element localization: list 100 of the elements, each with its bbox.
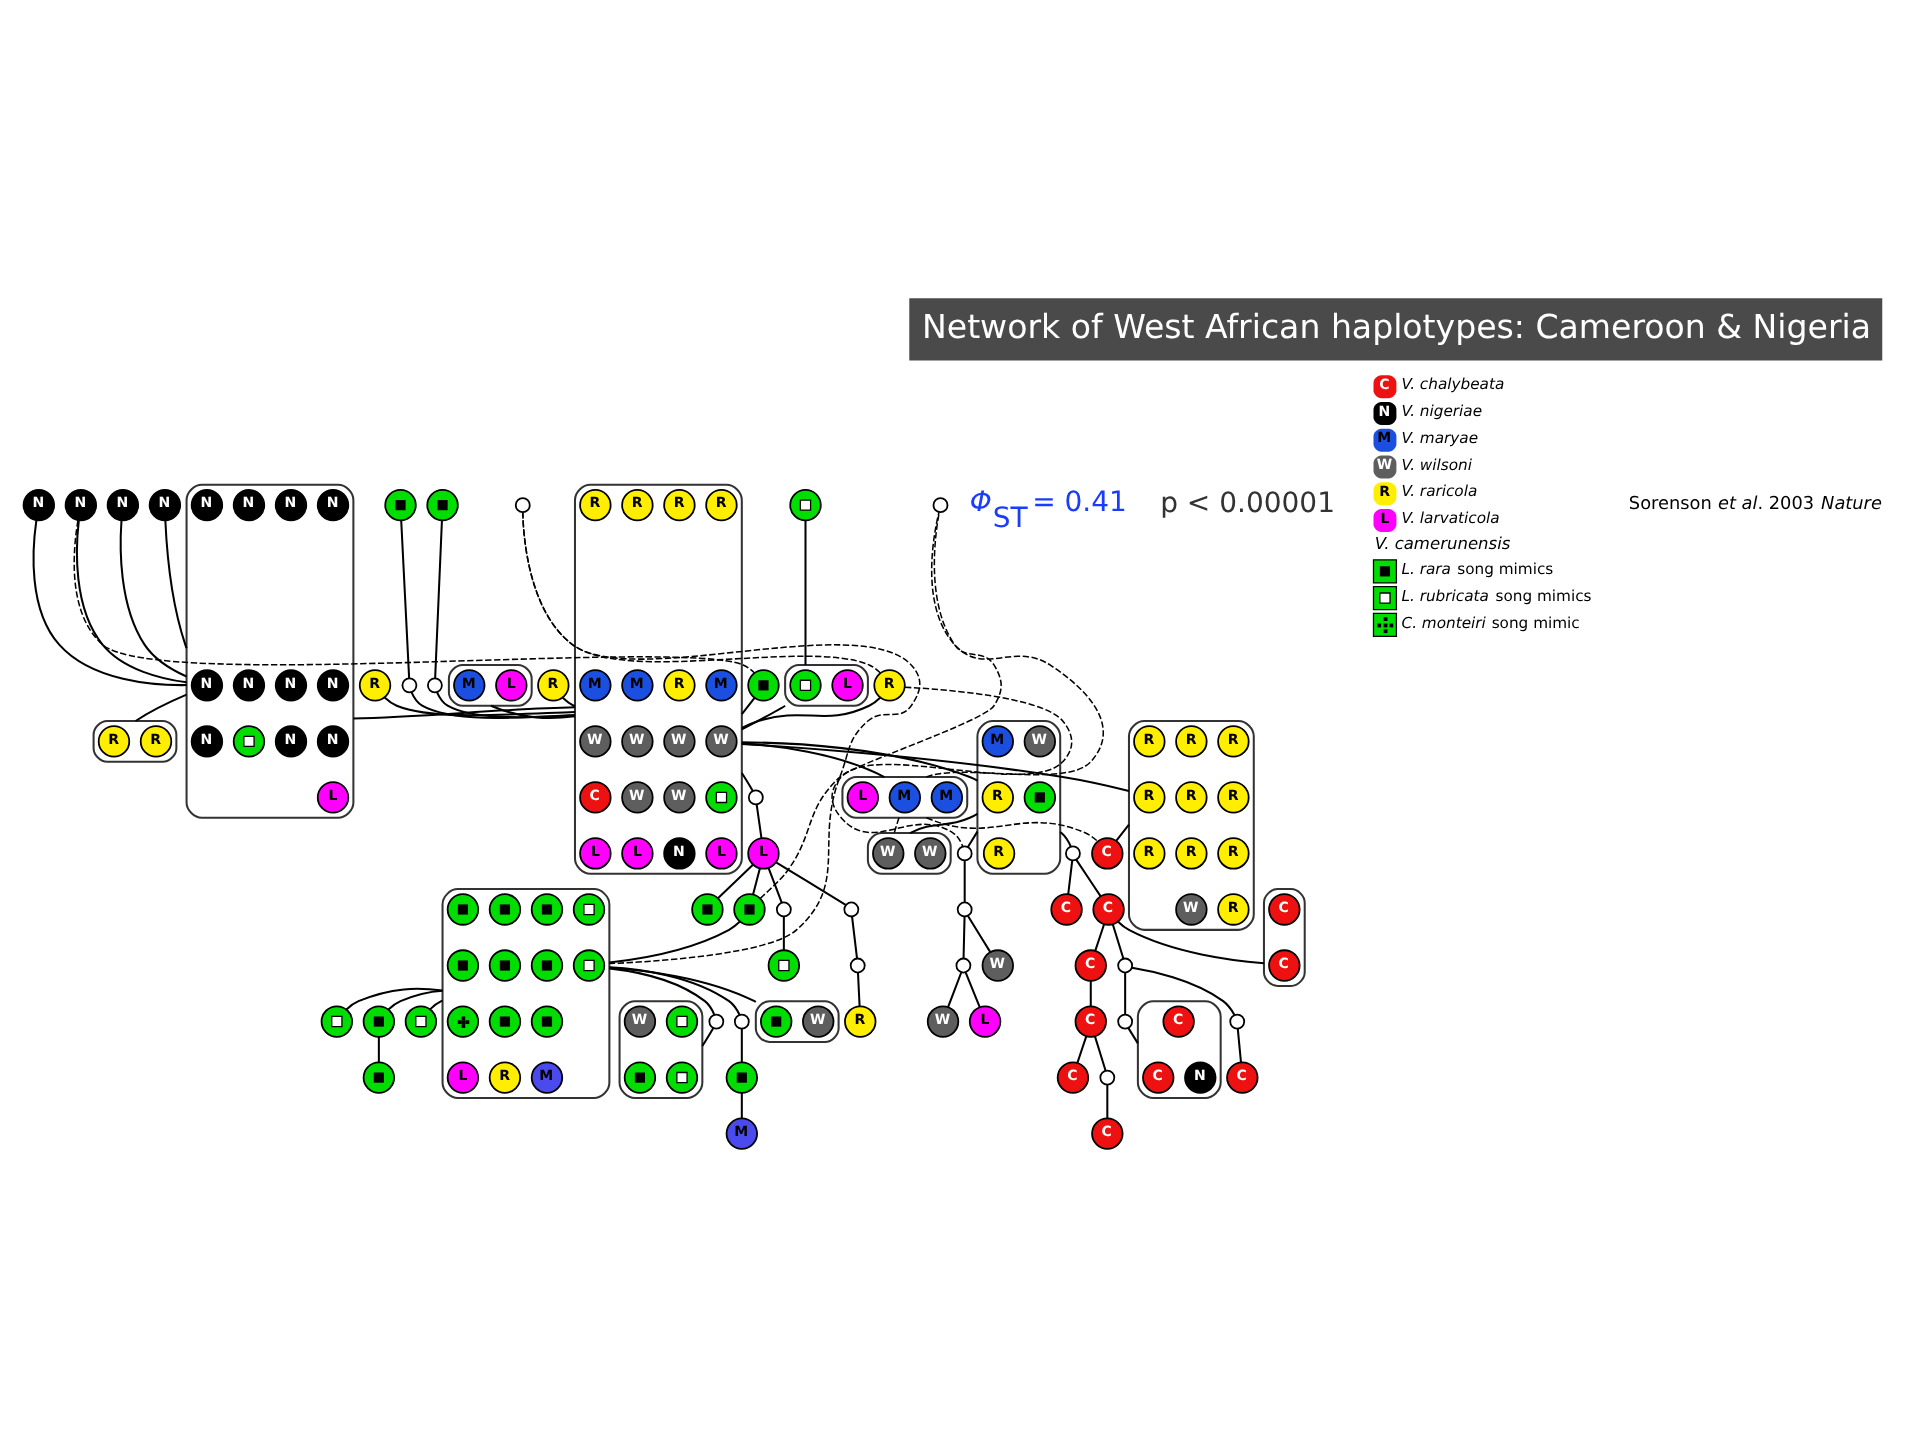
connector xyxy=(608,920,740,964)
node-circle xyxy=(1228,1013,1245,1030)
connector xyxy=(963,972,980,1008)
node-circle xyxy=(445,893,479,926)
node-circle xyxy=(383,488,416,522)
node-circle xyxy=(529,893,563,926)
connector xyxy=(856,972,860,1007)
connector xyxy=(966,915,991,953)
connector xyxy=(1123,972,1126,1015)
node-circle xyxy=(690,893,723,926)
node-circle xyxy=(746,669,779,702)
connector xyxy=(781,916,784,950)
node-circle xyxy=(487,893,521,926)
node-circle xyxy=(788,488,821,522)
connector xyxy=(962,860,965,903)
node-circle xyxy=(704,781,737,814)
connector xyxy=(966,831,978,848)
connector xyxy=(376,1036,379,1063)
connector xyxy=(1110,923,1124,959)
cluster xyxy=(865,832,951,875)
diagram-title: Network of West African haplotypes: Cameroon & Nigeria xyxy=(921,308,1871,347)
connector xyxy=(409,691,575,719)
node-circle xyxy=(513,497,530,514)
node-circle xyxy=(848,957,865,974)
node-circle xyxy=(361,1061,395,1094)
node-circle xyxy=(732,893,765,926)
cluster xyxy=(440,888,610,1099)
node-circle xyxy=(931,497,948,514)
connector xyxy=(739,1028,742,1063)
cluster xyxy=(783,663,868,707)
connector xyxy=(758,511,1001,900)
connector xyxy=(344,987,442,1011)
connector xyxy=(946,972,962,1008)
node-circle xyxy=(426,677,442,694)
connector xyxy=(1093,923,1105,951)
connector xyxy=(561,697,575,708)
node-circle xyxy=(445,949,479,982)
node-circle xyxy=(732,1013,749,1030)
connector xyxy=(1088,980,1091,1007)
connector xyxy=(924,817,1098,843)
cluster xyxy=(753,1000,839,1043)
connector xyxy=(740,742,884,778)
node-circle xyxy=(403,1005,437,1038)
node-circle xyxy=(746,789,763,806)
node-circle xyxy=(571,893,605,926)
connector xyxy=(850,916,858,959)
connector xyxy=(892,817,899,834)
node-circle xyxy=(571,949,605,982)
connector xyxy=(1130,966,1235,1016)
connector xyxy=(739,1092,742,1119)
node-circle xyxy=(774,901,791,918)
cluster xyxy=(184,483,354,819)
cluster xyxy=(617,1000,703,1099)
connector xyxy=(1092,1036,1106,1072)
connector xyxy=(489,704,575,720)
label: V. camerunensis xyxy=(1373,532,1510,553)
connector xyxy=(31,520,186,687)
connector xyxy=(740,697,755,715)
connector xyxy=(382,696,575,717)
connector xyxy=(740,741,977,782)
node-circle xyxy=(529,949,563,982)
connector xyxy=(830,686,1072,848)
connector xyxy=(740,742,1129,792)
node-circle xyxy=(955,901,972,918)
label: p < 0.00001 xyxy=(1159,488,1335,521)
connector xyxy=(608,966,756,1003)
connector xyxy=(766,867,782,904)
connector xyxy=(118,520,186,678)
connector xyxy=(435,691,575,719)
connector xyxy=(740,704,785,731)
node-circle xyxy=(954,957,971,974)
connector xyxy=(739,772,753,792)
node-circle xyxy=(1022,781,1055,814)
connector xyxy=(1126,1027,1138,1044)
node-circle xyxy=(664,1061,698,1094)
node-circle xyxy=(766,949,799,982)
connector xyxy=(716,864,753,899)
cluster xyxy=(572,483,742,875)
node-circle xyxy=(1098,1069,1115,1086)
connector xyxy=(908,812,977,834)
connector xyxy=(1235,1028,1241,1063)
node-circle xyxy=(231,725,265,758)
node-circle xyxy=(1116,957,1133,974)
node-circle xyxy=(1116,1013,1133,1030)
node-circle xyxy=(707,1013,724,1030)
node-circle xyxy=(319,1005,352,1038)
connector xyxy=(751,868,760,895)
cluster xyxy=(840,776,968,819)
connector xyxy=(74,520,186,684)
connector xyxy=(608,966,740,1016)
node-circle xyxy=(529,1005,563,1038)
connector xyxy=(1114,824,1129,842)
caption: Sorenson et al. 2003 Nature xyxy=(1627,494,1881,515)
node-circle xyxy=(445,1005,479,1038)
cluster xyxy=(91,720,177,763)
node-circle xyxy=(622,1061,656,1094)
connector xyxy=(134,693,186,722)
connector xyxy=(428,999,442,1010)
node-circle xyxy=(425,488,458,522)
node-circle xyxy=(487,1005,521,1038)
